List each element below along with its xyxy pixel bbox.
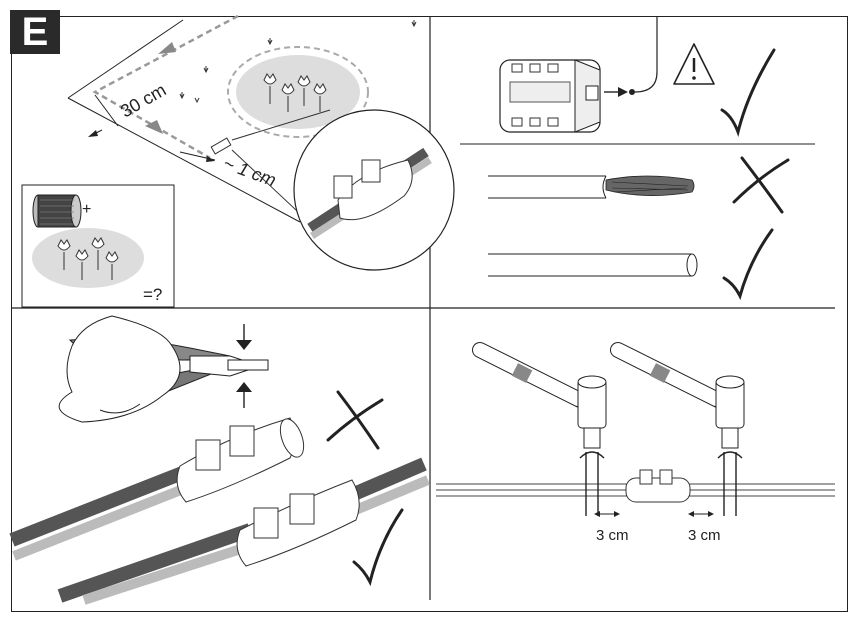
loose-connector-icon [9, 417, 305, 561]
tulip-icon [57, 237, 119, 280]
stripped-wire-icon [488, 175, 695, 199]
tulip-icon [263, 73, 327, 112]
crimp-connector-illustration [9, 315, 430, 605]
checkmark-icon [722, 228, 774, 301]
charging-station-icon [499, 59, 601, 133]
question-label: =? [143, 285, 162, 304]
hammer-icon [472, 342, 607, 449]
connector-zoom-icon [307, 147, 432, 239]
cross-icon [326, 390, 384, 450]
panel-dividers [11, 16, 835, 600]
wire-estimate-inset: + =? [21, 184, 175, 308]
distance-label: 30 cm [117, 80, 169, 122]
intact-wire-icon [488, 253, 698, 277]
peg-icon [717, 451, 743, 516]
wire-connector-icon [625, 469, 691, 503]
checkmark-icon [720, 48, 776, 138]
peg-icon [579, 451, 605, 516]
crimped-connector-icon [57, 457, 430, 605]
plus-label: + [82, 201, 91, 218]
peg-placement-illustration: 3 cm 3 cm [436, 342, 835, 544]
grass-icon [179, 20, 417, 104]
flower-bed-icon [32, 228, 144, 288]
hammer-icon [610, 342, 745, 449]
step-badge: E [10, 10, 60, 54]
checkmark-icon [352, 508, 404, 587]
pliers-hand-icon [58, 315, 269, 423]
warning-icon [673, 43, 715, 85]
connection-requirements [460, 16, 815, 301]
left-gap-label: 3 cm [596, 527, 629, 544]
cross-icon [732, 156, 790, 214]
right-gap-label: 3 cm [688, 527, 721, 544]
wire-spool-icon [32, 194, 82, 228]
